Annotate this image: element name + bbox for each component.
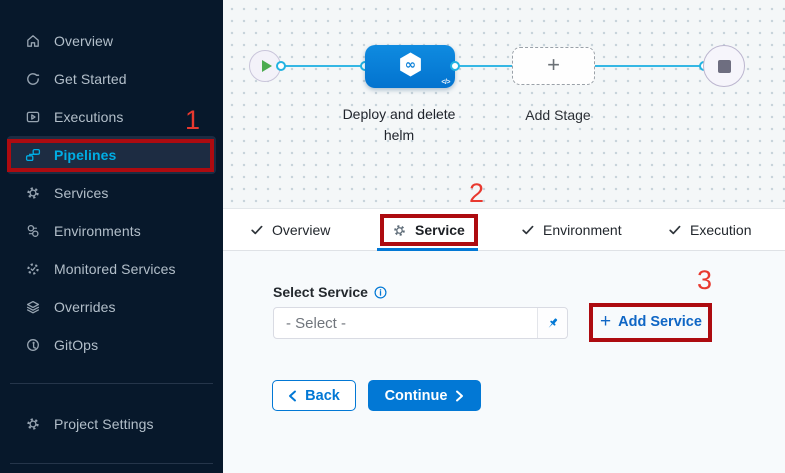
sidebar-divider bbox=[10, 383, 213, 384]
layers-icon bbox=[24, 299, 41, 316]
pipeline-edge bbox=[455, 65, 512, 67]
back-button[interactable]: Back bbox=[272, 380, 356, 411]
gear-icon bbox=[24, 416, 41, 433]
sidebar-item-label: Overview bbox=[54, 33, 114, 49]
main-panel: ∞ </> + Deploy and delete helm Add Stage… bbox=[223, 0, 785, 473]
play-icon bbox=[261, 60, 272, 72]
sidebar-item-pipelines[interactable]: Pipelines bbox=[7, 136, 216, 174]
add-service-label: Add Service bbox=[618, 314, 702, 330]
select-service-label: Select Service bbox=[273, 284, 368, 300]
plus-icon: + bbox=[547, 52, 560, 77]
tab-overview[interactable]: Overview bbox=[250, 209, 330, 251]
sidebar-item-label: Overrides bbox=[54, 299, 116, 315]
gear-icon bbox=[24, 185, 41, 202]
stage-config-tabs: Overview Service Environment Execution bbox=[223, 208, 785, 251]
add-stage-label: Add Stage bbox=[525, 107, 591, 123]
continue-button[interactable]: Continue bbox=[368, 380, 481, 411]
sidebar-item-label: GitOps bbox=[54, 337, 99, 353]
tab-execution[interactable]: Execution bbox=[668, 209, 751, 251]
back-button-label: Back bbox=[305, 387, 340, 404]
tab-environment[interactable]: Environment bbox=[521, 209, 622, 251]
monitored-gear-icon bbox=[24, 261, 41, 278]
sidebar-item-label: Monitored Services bbox=[54, 261, 176, 277]
home-icon bbox=[24, 33, 41, 50]
service-select-value: - Select - bbox=[286, 314, 347, 332]
sidebar-item-label: Executions bbox=[54, 109, 124, 125]
sidebar-item-label: Project Settings bbox=[54, 416, 154, 432]
check-icon bbox=[668, 223, 682, 237]
stage-node-deploy-helm[interactable]: ∞ </> bbox=[365, 45, 455, 88]
add-service-button[interactable]: + Add Service bbox=[600, 311, 702, 332]
sidebar-divider bbox=[10, 463, 213, 464]
get-started-icon bbox=[24, 71, 41, 88]
plus-icon: + bbox=[600, 311, 612, 332]
edge-connector-dot bbox=[450, 61, 460, 71]
sidebar-item-executions[interactable]: Executions bbox=[7, 98, 216, 136]
pipeline-end-node[interactable] bbox=[703, 45, 745, 87]
tab-label: Environment bbox=[543, 222, 622, 238]
stage-label: Deploy and delete helm bbox=[342, 106, 456, 143]
sidebar-item-label: Environments bbox=[54, 223, 141, 239]
sidebar-item-gitops[interactable]: GitOps bbox=[7, 326, 216, 364]
gitops-icon bbox=[24, 337, 41, 354]
tab-label: Overview bbox=[272, 222, 331, 238]
chevron-left-icon bbox=[288, 390, 297, 402]
gear-icon bbox=[392, 223, 407, 238]
sidebar-item-monitored-services[interactable]: Monitored Services bbox=[7, 250, 216, 288]
service-select-dropdown[interactable]: - Select - bbox=[273, 307, 568, 339]
active-tab-underline bbox=[377, 248, 478, 251]
select-service-label-row: Select Service bbox=[273, 284, 387, 300]
chevron-right-icon bbox=[455, 390, 464, 402]
cd-hexagon-icon: ∞ bbox=[397, 51, 424, 83]
code-icon: </> bbox=[441, 79, 450, 86]
add-stage-node[interactable]: + bbox=[512, 47, 595, 85]
svg-text:∞: ∞ bbox=[404, 56, 415, 72]
check-icon bbox=[521, 223, 535, 237]
pipeline-edge bbox=[595, 65, 704, 67]
tab-label: Service bbox=[415, 222, 465, 238]
sidebar-item-get-started[interactable]: Get Started bbox=[7, 60, 216, 98]
sidebar-item-overview[interactable]: Overview bbox=[7, 22, 216, 60]
sidebar-item-label: Services bbox=[54, 185, 109, 201]
sidebar-item-services[interactable]: Services bbox=[7, 174, 216, 212]
pin-toggle[interactable] bbox=[537, 308, 567, 338]
sidebar: Overview Get Started Executions Pipeline… bbox=[0, 0, 223, 473]
sidebar-item-project-settings[interactable]: Project Settings bbox=[7, 405, 216, 443]
environments-icon bbox=[24, 223, 41, 240]
edge-connector-dot bbox=[276, 61, 286, 71]
info-icon[interactable] bbox=[374, 285, 387, 299]
tab-label: Execution bbox=[690, 222, 752, 238]
sidebar-item-environments[interactable]: Environments bbox=[7, 212, 216, 250]
executions-icon bbox=[24, 109, 41, 126]
continue-button-label: Continue bbox=[384, 387, 448, 404]
pipeline-canvas[interactable]: ∞ </> + Deploy and delete helm Add Stage bbox=[223, 0, 785, 208]
sidebar-item-label: Pipelines bbox=[54, 147, 117, 163]
check-icon bbox=[250, 223, 264, 237]
stop-icon bbox=[717, 59, 731, 73]
service-tab-content: Select Service - Select - + Add Service bbox=[223, 251, 785, 473]
sidebar-item-overrides[interactable]: Overrides bbox=[7, 288, 216, 326]
tab-service[interactable]: Service bbox=[392, 209, 465, 251]
sidebar-item-label: Get Started bbox=[54, 71, 127, 87]
pipelines-icon bbox=[24, 147, 41, 164]
pipeline-edge bbox=[281, 65, 365, 67]
